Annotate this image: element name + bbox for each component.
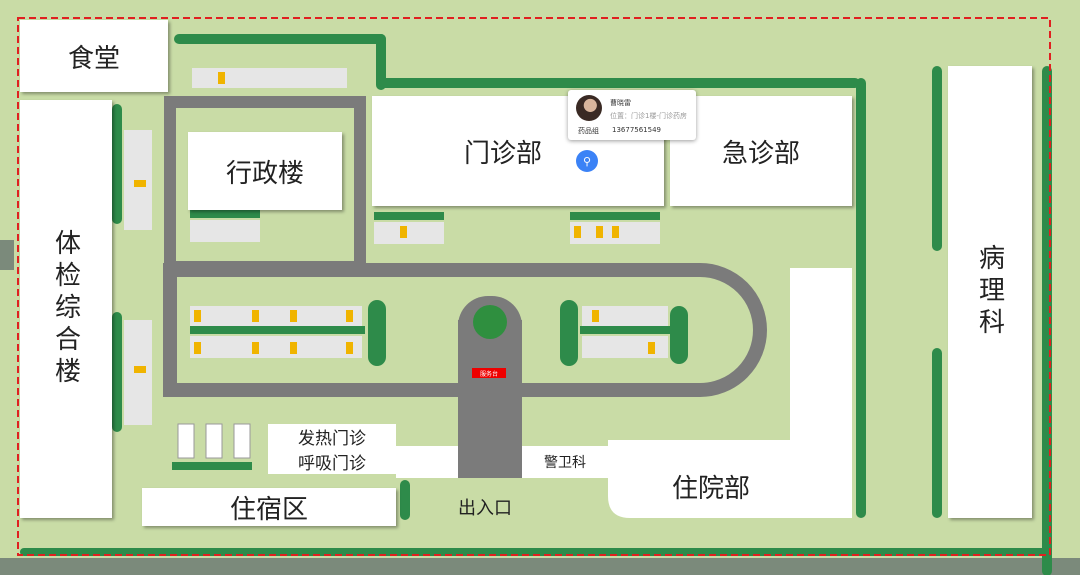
building-fever-clinic[interactable]: 发热门诊 呼吸门诊 [268,424,396,474]
site-boundary [17,17,1051,556]
building-label: 急诊部 [721,138,800,169]
building-label: 病理科 [974,244,1005,340]
avatar [576,95,602,121]
service-desk-label[interactable]: 服务台 [472,368,506,378]
staff-location: 位置：门诊1楼-门诊药房 [610,112,687,120]
staff-group: 药品组 [578,127,599,135]
building-inpatient[interactable]: 住院部 [672,474,751,504]
building-security[interactable]: 警卫科 [522,446,608,478]
staff-phone: 13677561549 [612,126,661,134]
staff-popup[interactable]: 曹晓雷 位置：门诊1楼-门诊药房 药品组 13677561549 [568,90,696,140]
building-label: 发热门诊 [298,429,366,449]
inpatient-shape [608,268,852,518]
building-label: 住宿区 [229,494,308,525]
gate-left [396,446,458,478]
building-label: 食堂 [67,43,120,74]
building-label: 警卫科 [544,455,586,471]
building-label: 门诊部 [463,138,542,169]
outer-road [0,558,1080,575]
building-admin[interactable]: 行政楼 [188,132,342,210]
building-label: 体检综合楼 [50,229,81,389]
building-physical-exam[interactable]: 体检综合楼 [20,100,112,518]
staff-name: 曹晓雷 [610,99,631,107]
roads [163,96,767,397]
location-pin-icon[interactable]: ⚲ [576,150,598,172]
hedges [20,34,1052,575]
building-dormitory[interactable]: 住宿区 [142,488,396,526]
building-pathology[interactable]: 病理科 [948,66,1032,518]
side-road [0,240,14,270]
building-emergency[interactable]: 急诊部 [670,96,852,206]
entrance-label: 出入口 [458,498,512,519]
building-label: 呼吸门诊 [298,454,366,474]
roundabout-tree [473,305,507,339]
building-canteen[interactable]: 食堂 [20,20,168,92]
building-label: 行政楼 [225,158,304,189]
parking-lots [124,68,668,459]
